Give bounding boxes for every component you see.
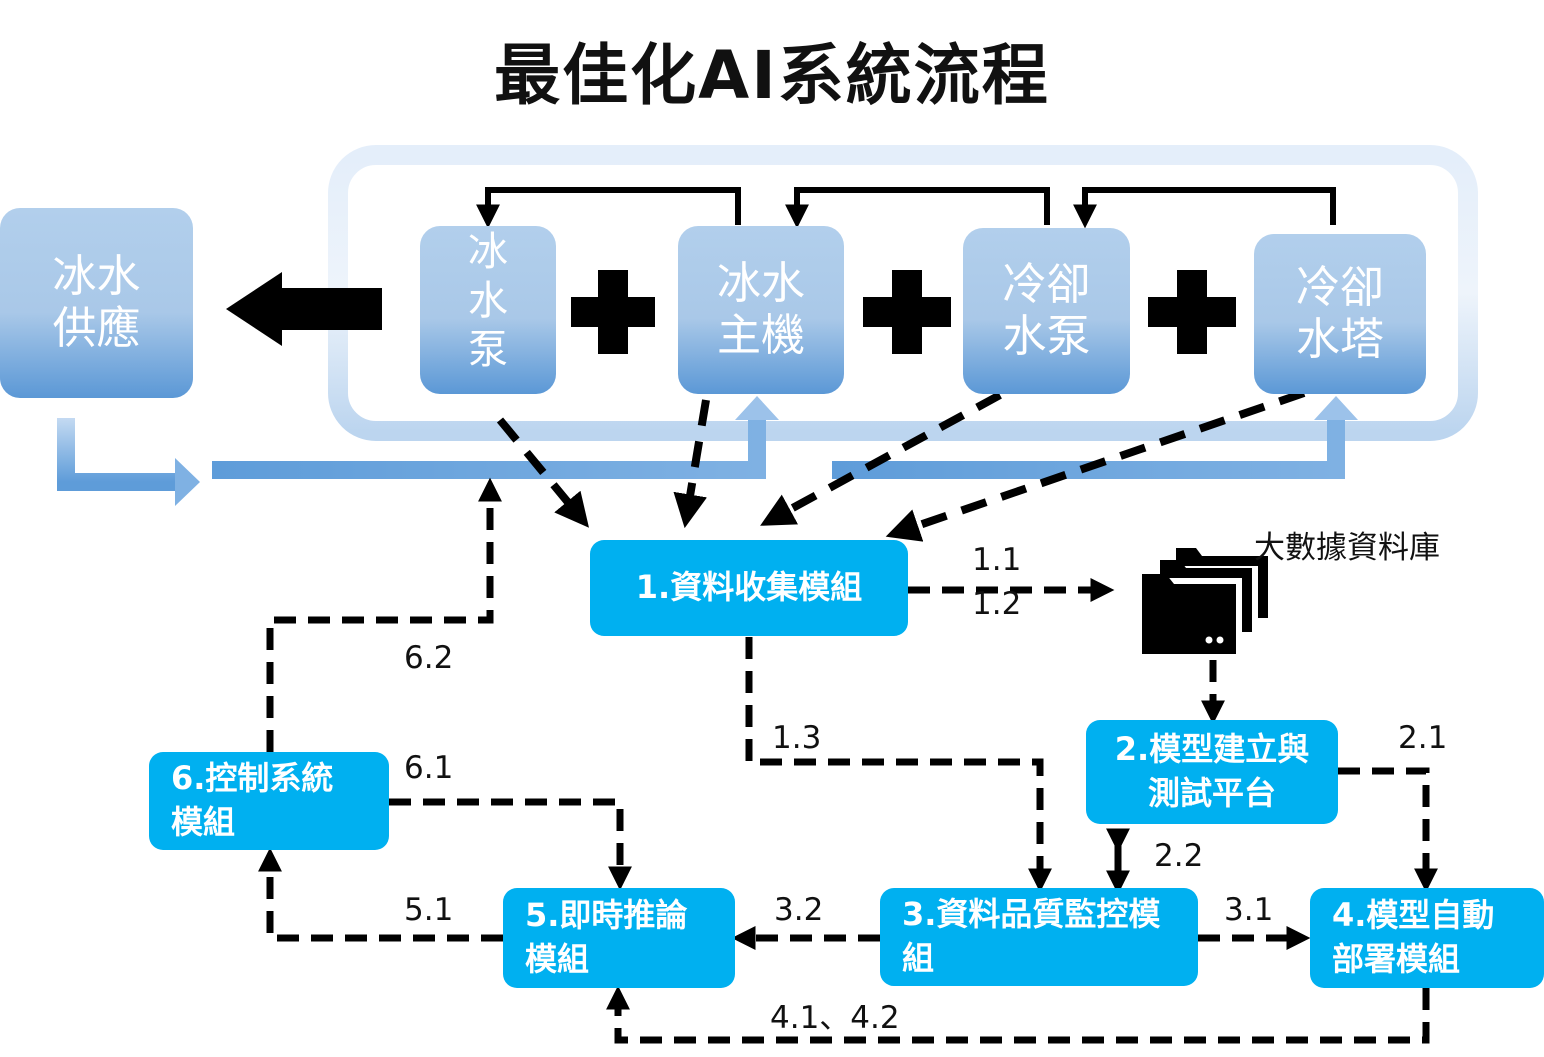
flow-label-3-2: 3.2 <box>774 892 824 928</box>
page-title: 最佳化AI系統流程 <box>494 37 1050 114</box>
module-4-label: 4.模型自動部署模組 <box>1332 896 1495 978</box>
chiller-box: 冰水主機 <box>678 226 844 394</box>
chilled-water-supply-box: 冰水供應 <box>0 208 193 398</box>
output-arrow-head <box>226 272 282 346</box>
chiller-label: 冰水主機 <box>717 258 805 361</box>
flow-4 <box>606 985 1430 1044</box>
plus-icon <box>571 270 655 354</box>
flow-label-2-2: 2.2 <box>1154 838 1204 874</box>
flow-1-3 <box>745 637 1052 893</box>
loop-tower-to-cpump <box>1073 187 1336 229</box>
module-data-quality: 3.資料品質監控模組 <box>880 888 1198 986</box>
supply-pipe-arrowhead <box>175 458 200 506</box>
main-pipe-left <box>212 420 766 479</box>
flow-5-1 <box>258 847 503 942</box>
cooling-tower-label: 冷卻水塔 <box>1296 262 1384 365</box>
module-5-label: 5.即時推論模組 <box>525 896 688 978</box>
plus-icon <box>863 270 951 354</box>
flow-6-1 <box>389 798 632 891</box>
flow-label-5-1: 5.1 <box>404 892 454 928</box>
flow-label-1-2: 1.2 <box>972 586 1022 622</box>
arrow-chiller-to-m1 <box>673 399 710 529</box>
loop-chiller-to-pump <box>476 187 741 229</box>
flow-label-3-1: 3.1 <box>1224 892 1274 928</box>
flow-6-2 <box>266 477 502 752</box>
pump-label: 冰水泵 <box>468 229 508 373</box>
flow-label-6-1: 6.1 <box>404 750 454 786</box>
plus-icon <box>1148 270 1236 354</box>
chilled-water-pump-box: 冰水泵 <box>420 226 556 394</box>
flow-label-1-1: 1.1 <box>972 542 1022 578</box>
arrow-pump-to-m1 <box>496 417 589 528</box>
flow-label-1-3: 1.3 <box>772 720 822 756</box>
cooling-tower-box: 冷卻水塔 <box>1254 234 1426 394</box>
cooling-pump-box: 冷卻水泵 <box>963 228 1130 394</box>
arrow-cpump-to-m1 <box>760 391 1002 526</box>
flow-2-1 <box>1338 767 1438 893</box>
output-arrow-body <box>278 288 382 330</box>
supply-pipe <box>57 418 180 491</box>
module-data-collection: 1.資料收集模組 <box>590 540 908 636</box>
module-1-label: 1.資料收集模組 <box>635 568 863 607</box>
main-pipe-right-arrowhead <box>1314 396 1358 420</box>
module-auto-deploy: 4.模型自動部署模組 <box>1310 888 1544 988</box>
flow-label-4: 4.1、4.2 <box>770 1000 900 1036</box>
database-icon <box>1142 548 1268 654</box>
module-6-label: 6.控制系統模組 <box>171 759 334 841</box>
module-model-platform: 2.模型建立與測試平台 <box>1086 720 1338 824</box>
supply-label: 冰水供應 <box>52 251 141 354</box>
main-pipe-right <box>832 420 1345 479</box>
flow-label-2-1: 2.1 <box>1398 720 1448 756</box>
main-pipe-left-arrowhead <box>735 396 779 420</box>
loop-cpump-to-chiller <box>785 187 1050 229</box>
module-3-label: 3.資料品質監控模組 <box>902 895 1161 977</box>
module-realtime-inference: 5.即時推論模組 <box>503 888 735 988</box>
flow-label-6-2: 6.2 <box>404 640 454 676</box>
module-control-system: 6.控制系統模組 <box>149 752 389 850</box>
arrow-tower-to-m1 <box>885 389 1306 542</box>
module-2-label: 2.模型建立與測試平台 <box>1114 730 1310 812</box>
cooling-pump-label: 冷卻水泵 <box>1002 259 1091 362</box>
database-label: 大數據資料庫 <box>1254 530 1440 566</box>
